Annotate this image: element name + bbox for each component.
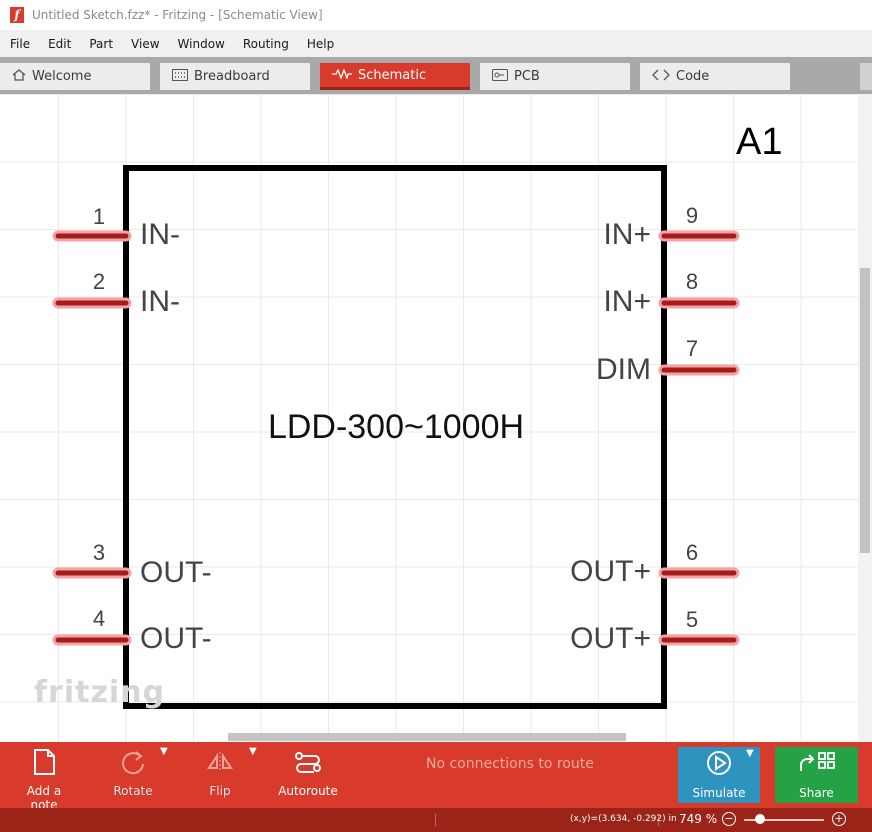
pin-number: 2 [93,269,105,294]
rotate-icon [110,748,156,782]
pin-number: 1 [93,204,105,229]
pin-label: IN+ [603,285,651,318]
menu-file[interactable]: File [10,36,31,51]
zoom-slider[interactable] [744,819,824,821]
pin-3[interactable]: 3 OUT- [52,540,212,589]
pin-number: 9 [686,203,698,228]
zoom-in-icon[interactable]: + [832,812,846,826]
part-name-label: LDD-300~1000H [268,408,524,446]
share-label: Share [799,786,834,800]
schematic-part[interactable]: A1 1 IN- 2 IN- 3 OUT- 4 OUT- [0,94,858,742]
pin-8[interactable]: 8 IN+ [603,269,740,318]
vertical-scrollbar-thumb[interactable] [860,268,870,553]
pin-number: 5 [686,607,698,632]
rotate-button[interactable]: Rotate [110,748,156,798]
pin-number: 7 [686,336,698,361]
menu-view[interactable]: View [131,36,160,51]
breadboard-icon [172,69,188,84]
menu-help[interactable]: Help [306,36,335,51]
note-icon [14,748,74,782]
code-icon [652,69,670,84]
fritzing-watermark: fritzing [34,675,165,710]
tab-pcb[interactable]: PCB [480,63,630,90]
part-body [123,165,667,709]
pcb-icon [492,69,508,84]
tab-pcb-label: PCB [514,69,540,84]
tab-breadboard-label: Breadboard [194,69,270,84]
tab-schematic[interactable]: Schematic [320,63,470,90]
menu-part[interactable]: Part [89,36,114,51]
autoroute-button[interactable]: Autoroute [278,748,338,798]
tab-welcome-label: Welcome [32,69,92,84]
schematic-canvas[interactable]: A1 1 IN- 2 IN- 3 OUT- 4 OUT- [0,94,858,742]
status-divider [435,814,436,826]
flip-button[interactable]: Flip [200,748,240,798]
fritzing-app-icon: f [10,7,24,23]
add-note-button[interactable]: Add a note [14,748,74,812]
pin-label: OUT- [140,622,212,655]
simulate-button[interactable]: Simulate ▼ [678,747,760,803]
horizontal-scrollbar-thumb[interactable] [228,733,626,741]
simulate-dropdown-icon[interactable]: ▼ [746,748,754,759]
pin-label: IN+ [603,218,651,251]
view-tab-bar: Welcome Breadboard Schematic PCB Code [0,57,872,94]
pin-label: OUT- [140,556,212,589]
tab-bar-stub [860,63,872,90]
rotate-label: Rotate [113,784,153,798]
tab-code-label: Code [676,69,710,84]
bottom-toolbar: Add a note Rotate ▼ Flip ▼ Autoroute No … [0,742,872,812]
flip-label: Flip [209,784,231,798]
title-bar: f Untitled Sketch.fzz* - Fritzing - [Sch… [0,0,872,30]
tab-schematic-label: Schematic [358,67,427,83]
status-bar: (x,y)=(3.634, -0.292) in 749 % − + [0,808,872,832]
pin-4[interactable]: 4 OUT- [52,606,212,655]
pin-number: 4 [93,606,105,631]
part-reference-label: A1 [736,121,782,163]
zoom-out-icon[interactable]: − [722,812,736,826]
flip-icon [200,748,240,782]
flip-dropdown-icon[interactable]: ▼ [249,746,257,757]
pin-label: IN- [140,285,180,318]
pin-label: IN- [140,218,180,251]
menu-bar: File Edit Part View Window Routing Help [0,30,872,57]
pin-label: DIM [596,353,651,386]
cursor-coordinates: (x,y)=(3.634, -0.292) in [570,814,677,824]
tab-welcome[interactable]: Welcome [0,63,150,90]
zoom-slider-handle[interactable] [755,814,765,824]
window-title: Untitled Sketch.fzz* - Fritzing - [Schem… [32,8,323,22]
pin-2[interactable]: 2 IN- [52,269,180,318]
pin-number: 3 [93,540,105,565]
menu-window[interactable]: Window [177,36,225,51]
pin-7[interactable]: 7 DIM [596,336,740,386]
pin-1[interactable]: 1 IN- [52,204,180,251]
autoroute-label: Autoroute [278,784,338,798]
pin-6[interactable]: 6 OUT+ [570,540,740,588]
simulate-label: Simulate [692,786,746,800]
pin-5[interactable]: 5 OUT+ [570,607,740,655]
schematic-icon [332,68,352,82]
pin-9[interactable]: 9 IN+ [603,203,740,251]
pin-number: 8 [686,269,698,294]
pin-number: 6 [686,540,698,565]
tab-code[interactable]: Code [640,63,790,90]
zoom-level: 749 % [679,812,718,826]
home-icon [12,69,26,84]
autoroute-icon [278,748,338,782]
menu-edit[interactable]: Edit [48,36,72,51]
share-button[interactable]: Share [775,747,858,803]
status-divider [658,814,659,826]
pin-label: OUT+ [570,622,651,655]
pin-label: OUT+ [570,555,651,588]
play-circle-icon [678,749,760,786]
routing-status-message: No connections to route [426,756,594,772]
menu-routing[interactable]: Routing [242,36,289,51]
share-icon [775,749,858,786]
rotate-dropdown-icon[interactable]: ▼ [160,746,168,757]
tab-breadboard[interactable]: Breadboard [160,63,310,90]
